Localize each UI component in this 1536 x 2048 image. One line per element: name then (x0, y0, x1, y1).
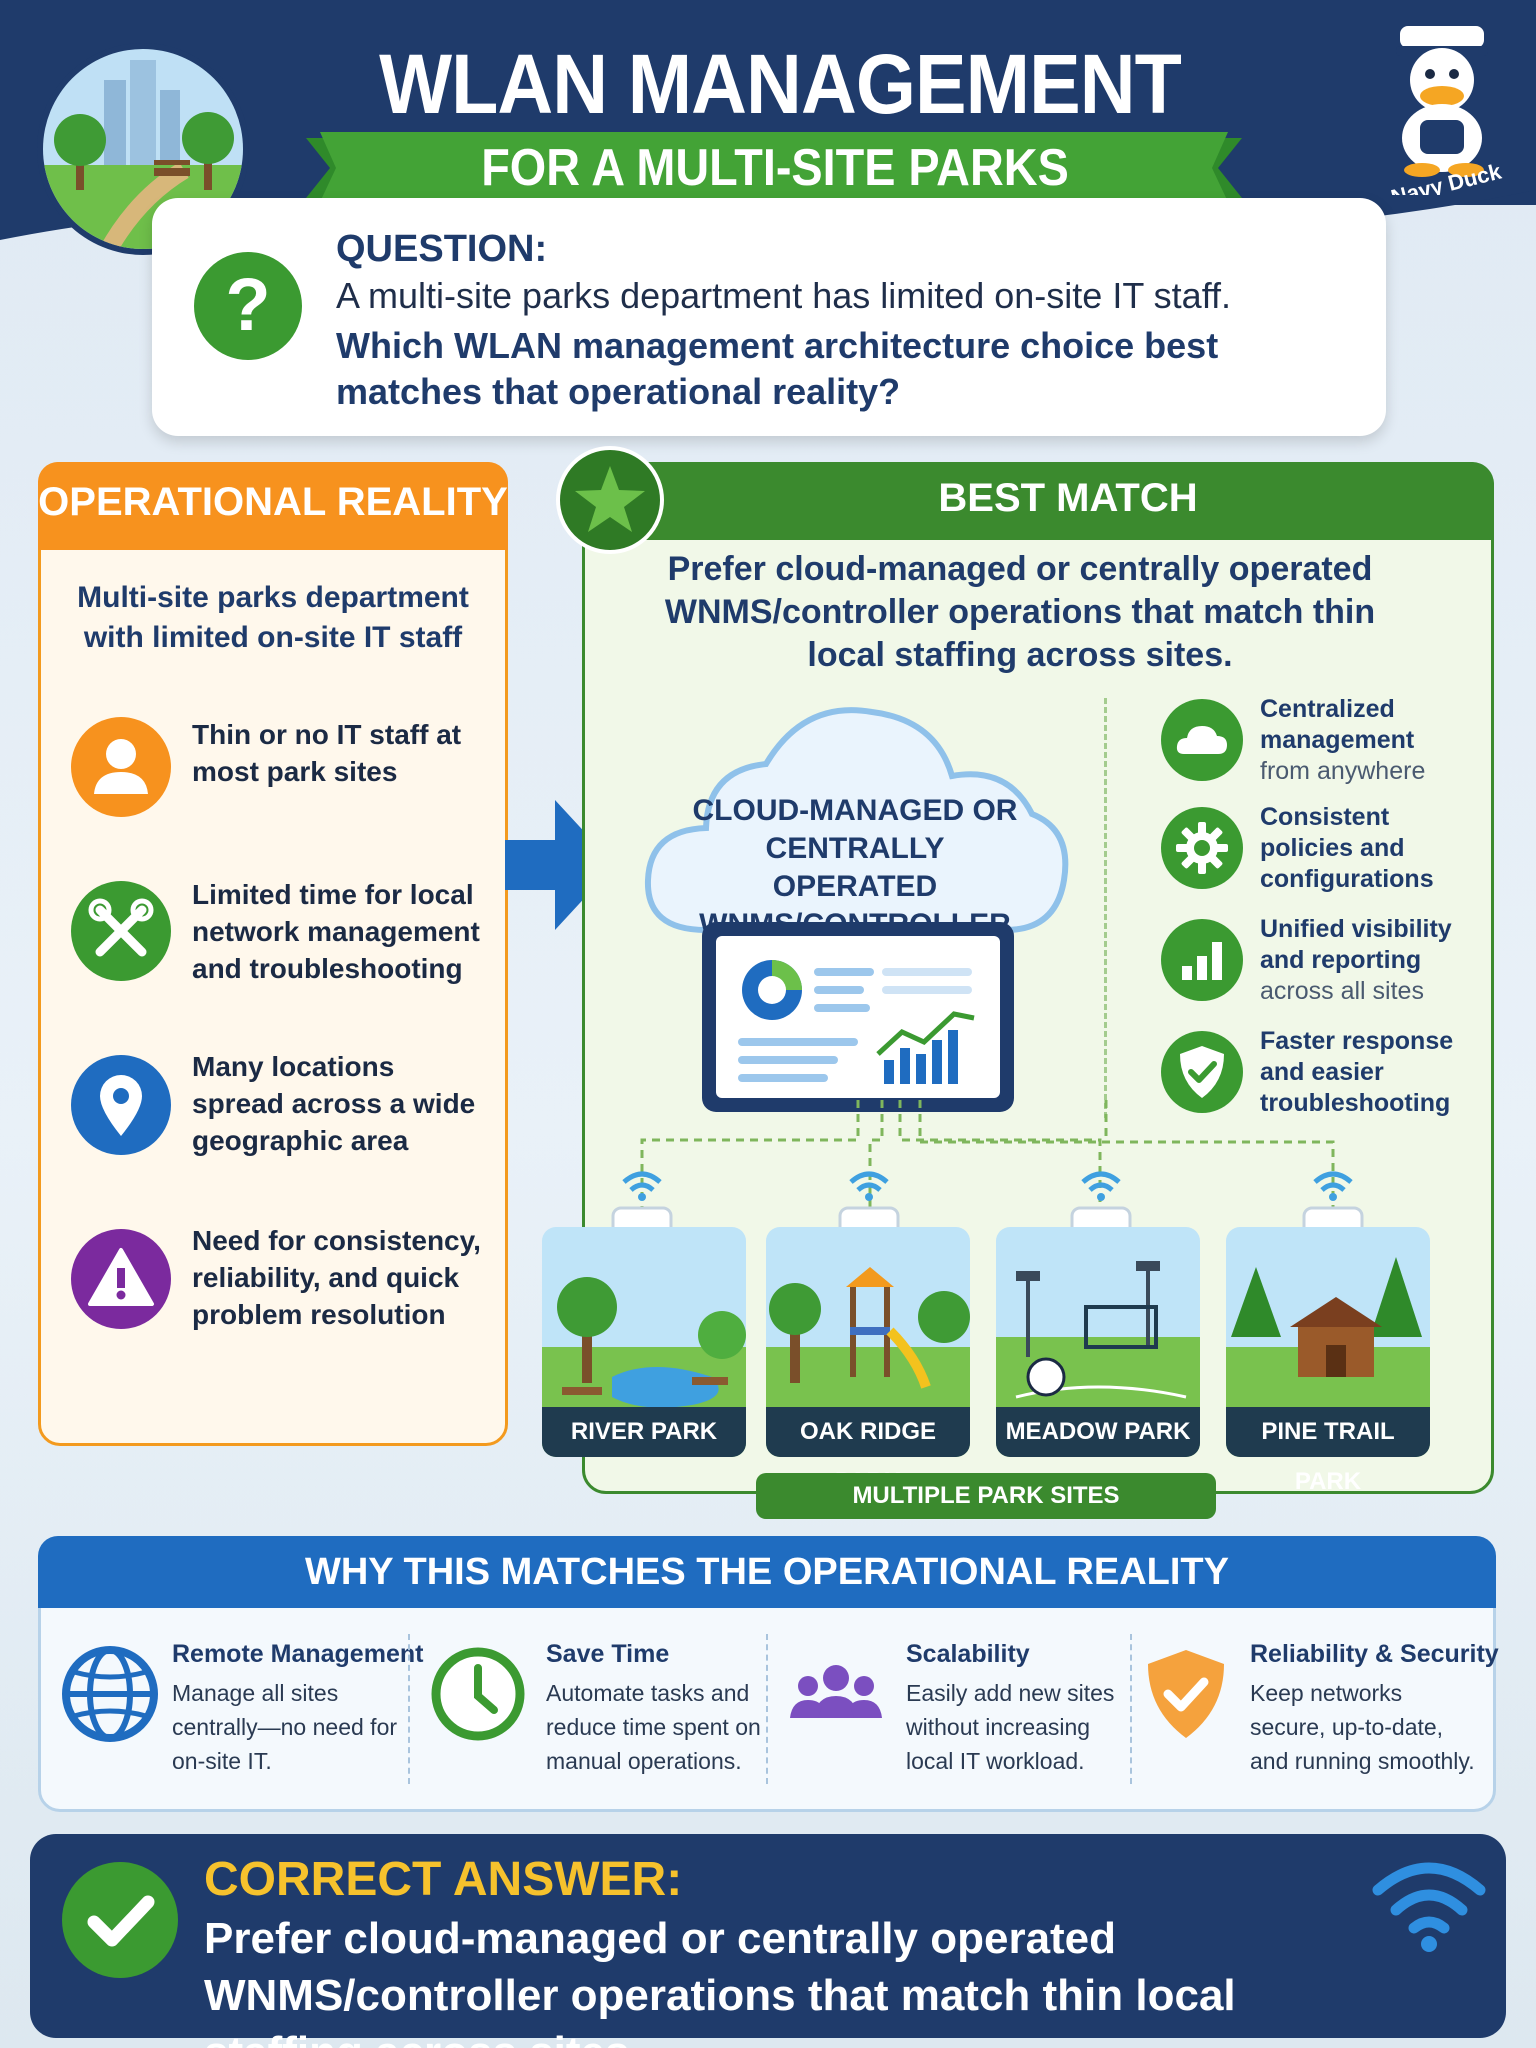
shield-check-icon (1161, 1031, 1243, 1113)
people-icon (790, 1665, 882, 1718)
park-scene-badge (37, 43, 249, 255)
best-match-description: Prefer cloud-managed or centrally operat… (664, 550, 1376, 674)
benefit-visibility-detail: across all sites (1260, 977, 1424, 1005)
correct-answer-panel (30, 1834, 1506, 2038)
wifi-icon (1372, 1862, 1486, 1952)
operational-reality-subtitle: Multi-site parks department with limited… (77, 581, 469, 654)
why-remote-title: Remote Management (172, 1640, 424, 1668)
benefit-faster-bold: Faster response and easier troubleshooti… (1260, 1027, 1454, 1117)
reality-item-staff: Thin or no IT staff at most park sites (192, 719, 462, 787)
svg-text:?: ? (225, 263, 270, 346)
multiple-park-sites-badge: MULTIPLE PARK SITES (756, 1473, 1216, 1519)
why-save-time-desc: Automate tasks and reduce time spent on … (546, 1680, 761, 1774)
question-label: QUESTION: (336, 228, 548, 270)
why-title: WHY THIS MATCHES THE OPERATIONAL REALITY (305, 1551, 1229, 1593)
benefit-consistent-bold: Consistent policies and configurations (1260, 803, 1434, 893)
why-header (38, 1536, 1496, 1608)
arrow-right-icon (505, 800, 615, 930)
tools-icon (71, 881, 171, 981)
why-remote-desc: Manage all sites centrally—no need for o… (172, 1680, 398, 1774)
benefit-visibility-bold: Unified visibility and reporting (1260, 915, 1452, 974)
why-scalability-desc: Easily add new sites without increasing … (906, 1680, 1115, 1774)
gear-icon (1161, 807, 1243, 889)
question-context: A multi-site parks department has limite… (336, 275, 1232, 316)
why-save-time-title: Save Time (546, 1640, 670, 1668)
check-circle-icon (62, 1862, 178, 1978)
park-label-river: RIVER PARK (542, 1407, 746, 1457)
why-separator (408, 1634, 410, 1784)
location-pin-icon (71, 1055, 171, 1155)
best-match-header (582, 462, 1494, 540)
park-label-pine-trail: PINE TRAIL PARK (1226, 1407, 1430, 1495)
question-prompt: Which WLAN management architecture choic… (336, 325, 1219, 412)
cloud-shape (644, 707, 1069, 933)
why-reliability-title: Reliability & Security (1250, 1640, 1499, 1668)
shield-check-icon (1148, 1650, 1224, 1738)
question-card (152, 198, 1386, 436)
why-separator (766, 1634, 768, 1784)
park-label-meadow: MEADOW PARK (996, 1407, 1200, 1457)
best-match-title: BEST MATCH (938, 476, 1198, 520)
warning-icon (71, 1229, 171, 1329)
best-match-divider (1104, 698, 1107, 1118)
cloud-icon (1161, 699, 1243, 781)
dashboard-monitor-icon (702, 922, 1014, 1112)
star-icon (556, 446, 664, 554)
why-scalability-title: Scalability (906, 1640, 1030, 1668)
correct-answer-label: CORRECT ANSWER: (204, 1853, 683, 1906)
clock-icon (431, 1647, 525, 1741)
why-reliability-desc: Keep networks secure, up-to-date, and ru… (1250, 1680, 1475, 1774)
reality-item-time: Limited time for local network managemen… (192, 879, 480, 984)
bar-chart-icon (1161, 919, 1243, 1001)
operational-reality-title: OPERATIONAL REALITY (38, 480, 508, 524)
reality-item-consistency: Need for consistency, reliability, and q… (192, 1225, 481, 1330)
benefit-centralized-detail: from anywhere (1260, 757, 1426, 785)
navy-duck-mascot: Navy Duck (1388, 26, 1504, 195)
park-label-oak-ridge: OAK RIDGE PARK (766, 1407, 970, 1495)
person-icon (71, 717, 171, 817)
question-mark-icon: ? (194, 252, 302, 360)
correct-answer-text: Prefer cloud-managed or centrally operat… (204, 1914, 1236, 2048)
reality-item-locations: Many locations spread across a wide geog… (192, 1051, 476, 1156)
globe-icon (62, 1646, 158, 1742)
subtitle-ribbon (306, 132, 1242, 202)
operational-reality-header (38, 462, 508, 550)
benefit-centralized-bold: Centralized management (1260, 695, 1415, 754)
why-separator (1130, 1634, 1132, 1784)
